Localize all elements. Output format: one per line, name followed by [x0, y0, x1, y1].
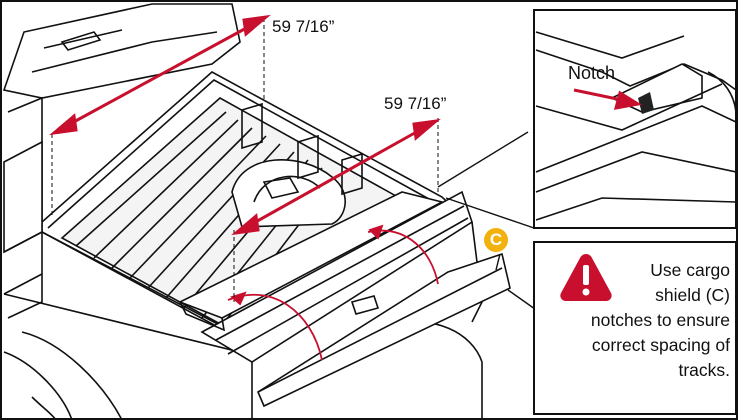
warning-line: Use cargo	[650, 260, 730, 280]
warning-icon	[560, 254, 612, 301]
warning-text: Use cargo shield (C) notches to ensure c…	[520, 258, 730, 383]
rolled-cover	[2, 3, 241, 319]
dimension-arrows	[49, 14, 441, 236]
warning-line: notches to ensure	[590, 310, 730, 330]
dimension-label-back: 59 7/16”	[272, 17, 335, 36]
warning-line: tracks.	[678, 360, 730, 380]
warning-line: shield (C)	[655, 285, 730, 305]
warning-line: correct spacing of	[591, 335, 730, 355]
notch-detail-inset	[533, 9, 736, 229]
warning-box	[533, 241, 736, 415]
rotation-arrows	[227, 224, 439, 361]
dimension-label-front: 59 7/16”	[384, 94, 447, 113]
part-c-badge: C	[484, 228, 508, 252]
notch-label: Notch	[568, 63, 616, 83]
truck-body	[3, 71, 511, 418]
notch-arrow	[573, 88, 643, 110]
dimension-guides	[51, 18, 439, 302]
